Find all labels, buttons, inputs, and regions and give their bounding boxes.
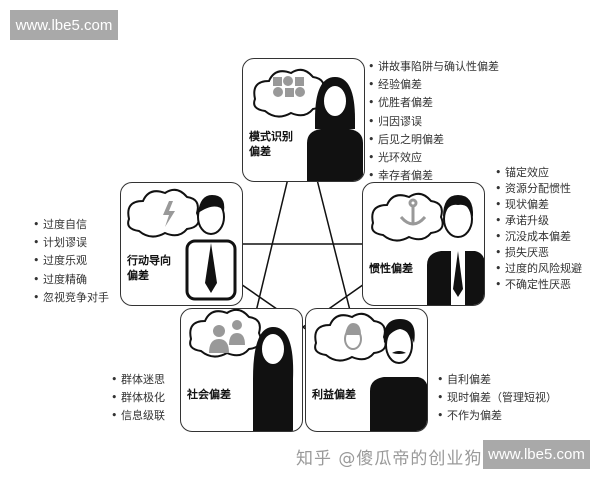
action-oriented-bias-list: 过度自信计划谬误过度乐观过度精确忽视竞争对手 bbox=[33, 216, 109, 307]
list-item: 沉没成本偏差 bbox=[495, 229, 582, 245]
list-item: 承诺升级 bbox=[495, 213, 582, 229]
list-item: 归因谬误 bbox=[368, 113, 499, 131]
list-item: 过度乐观 bbox=[33, 252, 109, 270]
list-item: 过度自信 bbox=[33, 216, 109, 234]
anchor-icon bbox=[399, 198, 427, 226]
card-title: 惯性偏差 bbox=[369, 262, 413, 275]
list-item: 讲故事陷阱与确认性偏差 bbox=[368, 58, 499, 76]
list-item: 优胜者偏差 bbox=[368, 94, 499, 112]
face-icon bbox=[344, 323, 362, 350]
woman-figure-icon bbox=[253, 68, 363, 181]
interest-bias-card: 利益偏差 bbox=[305, 308, 428, 432]
list-item: 过度精确 bbox=[33, 271, 109, 289]
inertia-bias-card: 惯性偏差 bbox=[362, 182, 485, 306]
pattern-recognition-bias-card: 模式识别偏差 bbox=[242, 58, 365, 182]
zhihu-watermark: 知乎 @傻瓜帝的创业狗 bbox=[296, 449, 483, 469]
man-figure-icon bbox=[127, 188, 237, 301]
watermark-logo-top: www.lbe5.com bbox=[10, 10, 118, 40]
social-bias-list: 群体迷思群体极化信息级联 bbox=[111, 371, 165, 426]
card-title: 利益偏差 bbox=[312, 388, 356, 401]
action-oriented-bias-card: 行动导向偏差 bbox=[120, 182, 243, 306]
woman-figure-icon bbox=[189, 309, 294, 431]
inertia-bias-list: 锚定效应资源分配惯性现状偏差承诺升级沉没成本偏差损失厌恶过度的风险规避不确定性厌… bbox=[495, 165, 582, 293]
list-item: 不作为偏差 bbox=[437, 407, 557, 425]
man-figure-icon bbox=[371, 192, 484, 305]
watermark-logo-bottom: www.lbe5.com bbox=[483, 440, 590, 469]
list-item: 锚定效应 bbox=[495, 165, 582, 181]
list-item: 信息级联 bbox=[111, 407, 165, 425]
list-item: 现时偏差（管理短视） bbox=[437, 389, 557, 407]
social-bias-card: 社会偏差 bbox=[180, 308, 303, 432]
man-mustache-figure-icon bbox=[314, 312, 427, 431]
card-title: 社会偏差 bbox=[187, 388, 231, 401]
list-item: 经验偏差 bbox=[368, 76, 499, 94]
list-item: 资源分配惯性 bbox=[495, 181, 582, 197]
pattern-recognition-bias-list: 讲故事陷阱与确认性偏差经验偏差优胜者偏差归因谬误后见之明偏差光环效应幸存者偏差 bbox=[368, 58, 499, 185]
list-item: 计划谬误 bbox=[33, 234, 109, 252]
card-title: 行动导向偏差 bbox=[127, 254, 171, 282]
list-item: 后见之明偏差 bbox=[368, 131, 499, 149]
list-item: 幸存者偏差 bbox=[368, 167, 499, 185]
list-item: 不确定性厌恶 bbox=[495, 277, 582, 293]
list-item: 群体迷思 bbox=[111, 371, 165, 389]
shapes-icon bbox=[273, 76, 305, 97]
list-item: 光环效应 bbox=[368, 149, 499, 167]
list-item: 自利偏差 bbox=[437, 371, 557, 389]
list-item: 过度的风险规避 bbox=[495, 261, 582, 277]
interest-bias-list: 自利偏差现时偏差（管理短视）不作为偏差 bbox=[437, 371, 557, 426]
card-title: 模式识别偏差 bbox=[249, 130, 293, 158]
people-icon bbox=[209, 320, 245, 353]
lightning-icon bbox=[163, 201, 175, 227]
list-item: 损失厌恶 bbox=[495, 245, 582, 261]
list-item: 现状偏差 bbox=[495, 197, 582, 213]
list-item: 群体极化 bbox=[111, 389, 165, 407]
list-item: 忽视竞争对手 bbox=[33, 289, 109, 307]
